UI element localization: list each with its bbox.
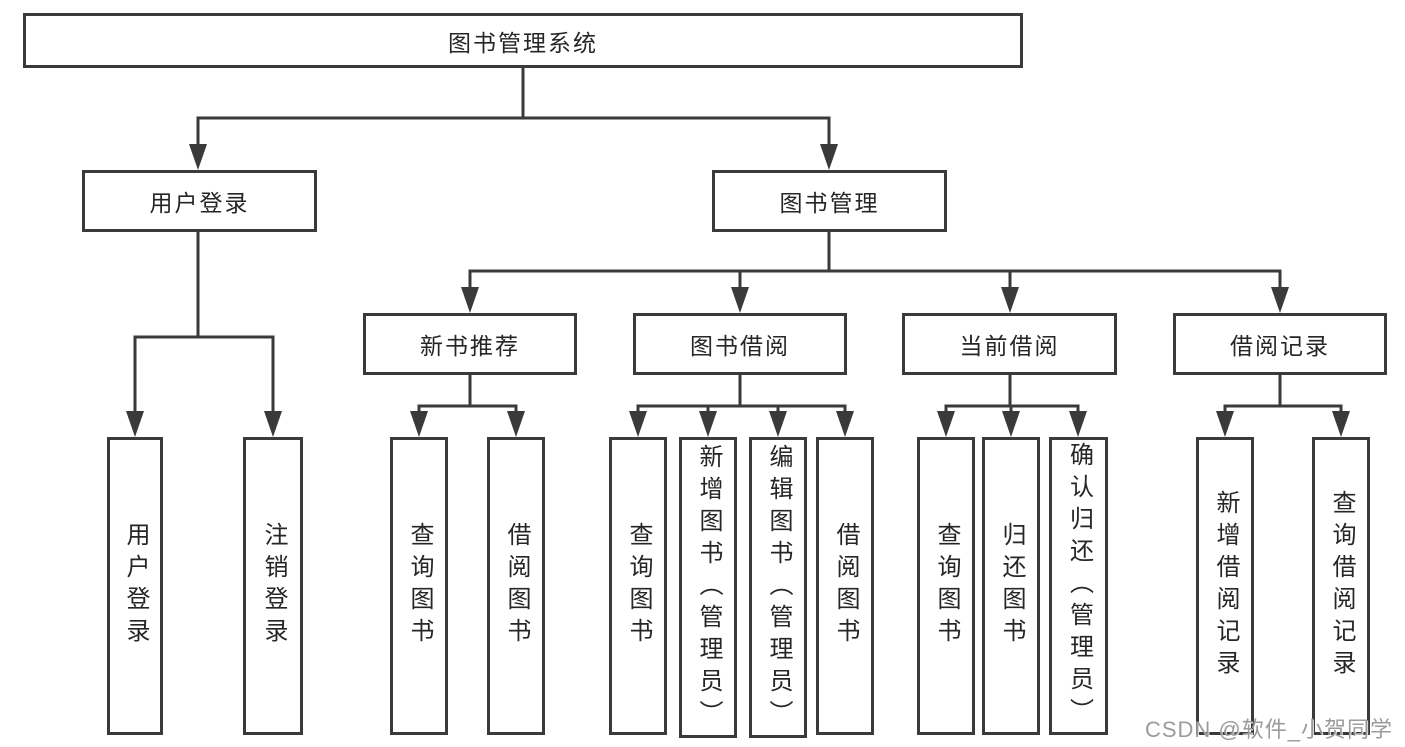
node-user-login: 用户登录 (82, 170, 317, 232)
leaf-add-book-admin: 新增图书（管理员） (679, 437, 737, 738)
leaf-borrow-books-recommend: 借阅图书 (487, 437, 545, 735)
leaf-user-login: 用户登录 (107, 437, 163, 735)
leaf-add-borrow-record: 新增借阅记录 (1196, 437, 1254, 735)
node-new-book-recommend: 新书推荐 (363, 313, 577, 375)
leaf-logout: 注销登录 (243, 437, 303, 735)
leaf-edit-book-admin: 编辑图书（管理员） (749, 437, 807, 738)
leaf-query-books-current: 查询图书 (917, 437, 975, 735)
node-borrow-records: 借阅记录 (1173, 313, 1387, 375)
leaf-borrow-books-borrow: 借阅图书 (816, 437, 874, 735)
node-root: 图书管理系统 (23, 13, 1023, 68)
leaf-query-borrow-record: 查询借阅记录 (1312, 437, 1370, 735)
leaf-query-books-recommend: 查询图书 (390, 437, 448, 735)
leaf-query-books-borrow: 查询图书 (609, 437, 667, 735)
node-book-management: 图书管理 (712, 170, 947, 232)
leaf-return-books: 归还图书 (982, 437, 1040, 735)
node-current-borrow: 当前借阅 (902, 313, 1117, 375)
leaf-confirm-return-admin: 确认归还（管理员） (1049, 437, 1108, 735)
node-book-borrow: 图书借阅 (633, 313, 847, 375)
